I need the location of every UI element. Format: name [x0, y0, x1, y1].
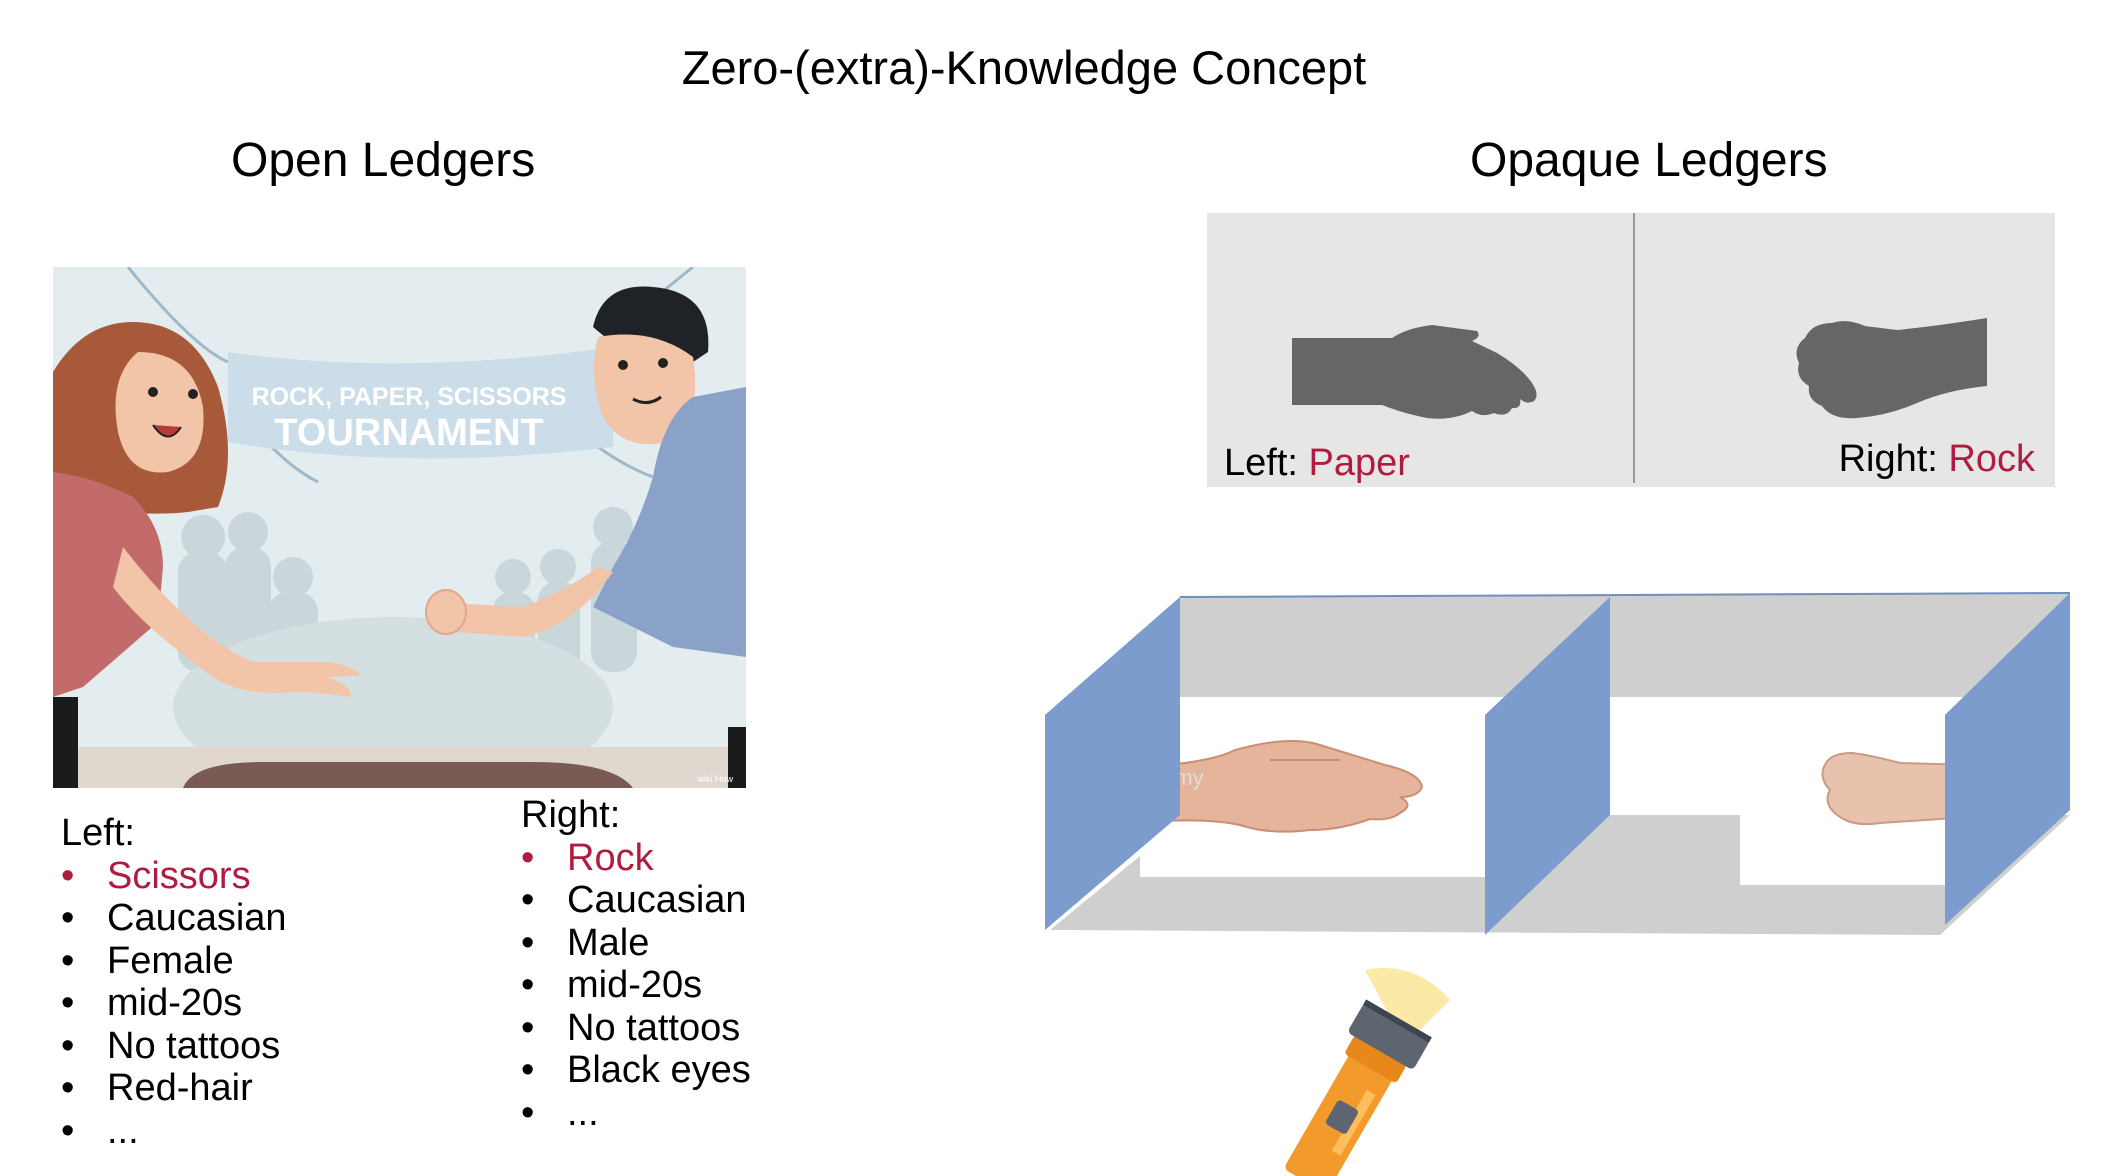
shadow-left-label: Left: — [1224, 442, 1298, 484]
shadow-left-caption: Left: Paper — [1224, 442, 1410, 485]
rock-fist-shadow-icon — [1796, 318, 1987, 419]
left-item: mid-20s — [61, 982, 287, 1025]
right-item: No tattoos — [521, 1007, 751, 1050]
left-item: Caucasian — [61, 897, 287, 940]
left-player-list: Left: Scissors Caucasian Female mid-20s … — [61, 812, 287, 1152]
illustration-watermark: wiki How — [696, 774, 733, 784]
right-item-move: Rock — [521, 837, 751, 880]
shadow-left-value: Paper — [1308, 442, 1410, 484]
left-item-move: Scissors — [61, 855, 287, 898]
left-item: Female — [61, 940, 287, 983]
paper-hand-shadow-icon — [1292, 325, 1537, 419]
right-item: mid-20s — [521, 964, 751, 1007]
left-item: ... — [61, 1110, 287, 1153]
opaque-ledgers-heading: Opaque Ledgers — [1470, 134, 1828, 187]
shadow-panel: Left: Paper Right: Rock — [1207, 213, 2055, 487]
right-item: Male — [521, 922, 751, 965]
shadow-right-value: Rock — [1948, 438, 2035, 480]
right-item: Black eyes — [521, 1049, 751, 1092]
left-item: Red-hair — [61, 1067, 287, 1110]
shadow-right-label: Right: — [1838, 438, 1938, 480]
right-list-label: Right: — [521, 794, 621, 836]
left-item: No tattoos — [61, 1025, 287, 1068]
shadow-right-caption: Right: Rock — [1839, 438, 2035, 481]
left-list-label: Left: — [61, 812, 135, 854]
flashlight-icon — [1285, 968, 1450, 1176]
right-item: ... — [521, 1092, 751, 1135]
banner-text-line1: ROCK, PAPER, SCISSORS — [252, 383, 567, 411]
opaque-box-diagram: alamy — [1045, 592, 2070, 935]
shadow-divider — [1633, 213, 1635, 483]
tournament-illustration: ROCK, PAPER, SCISSORS TOURNAMENT wiki Ho… — [53, 267, 746, 788]
banner-text-line2: TOURNAMENT — [274, 412, 544, 454]
right-player-list: Right: Rock Caucasian Male mid-20s No ta… — [521, 794, 751, 1134]
open-ledgers-heading: Open Ledgers — [231, 134, 536, 187]
slide-title: Zero-(extra)-Knowledge Concept — [681, 41, 1367, 94]
right-item: Caucasian — [521, 879, 751, 922]
